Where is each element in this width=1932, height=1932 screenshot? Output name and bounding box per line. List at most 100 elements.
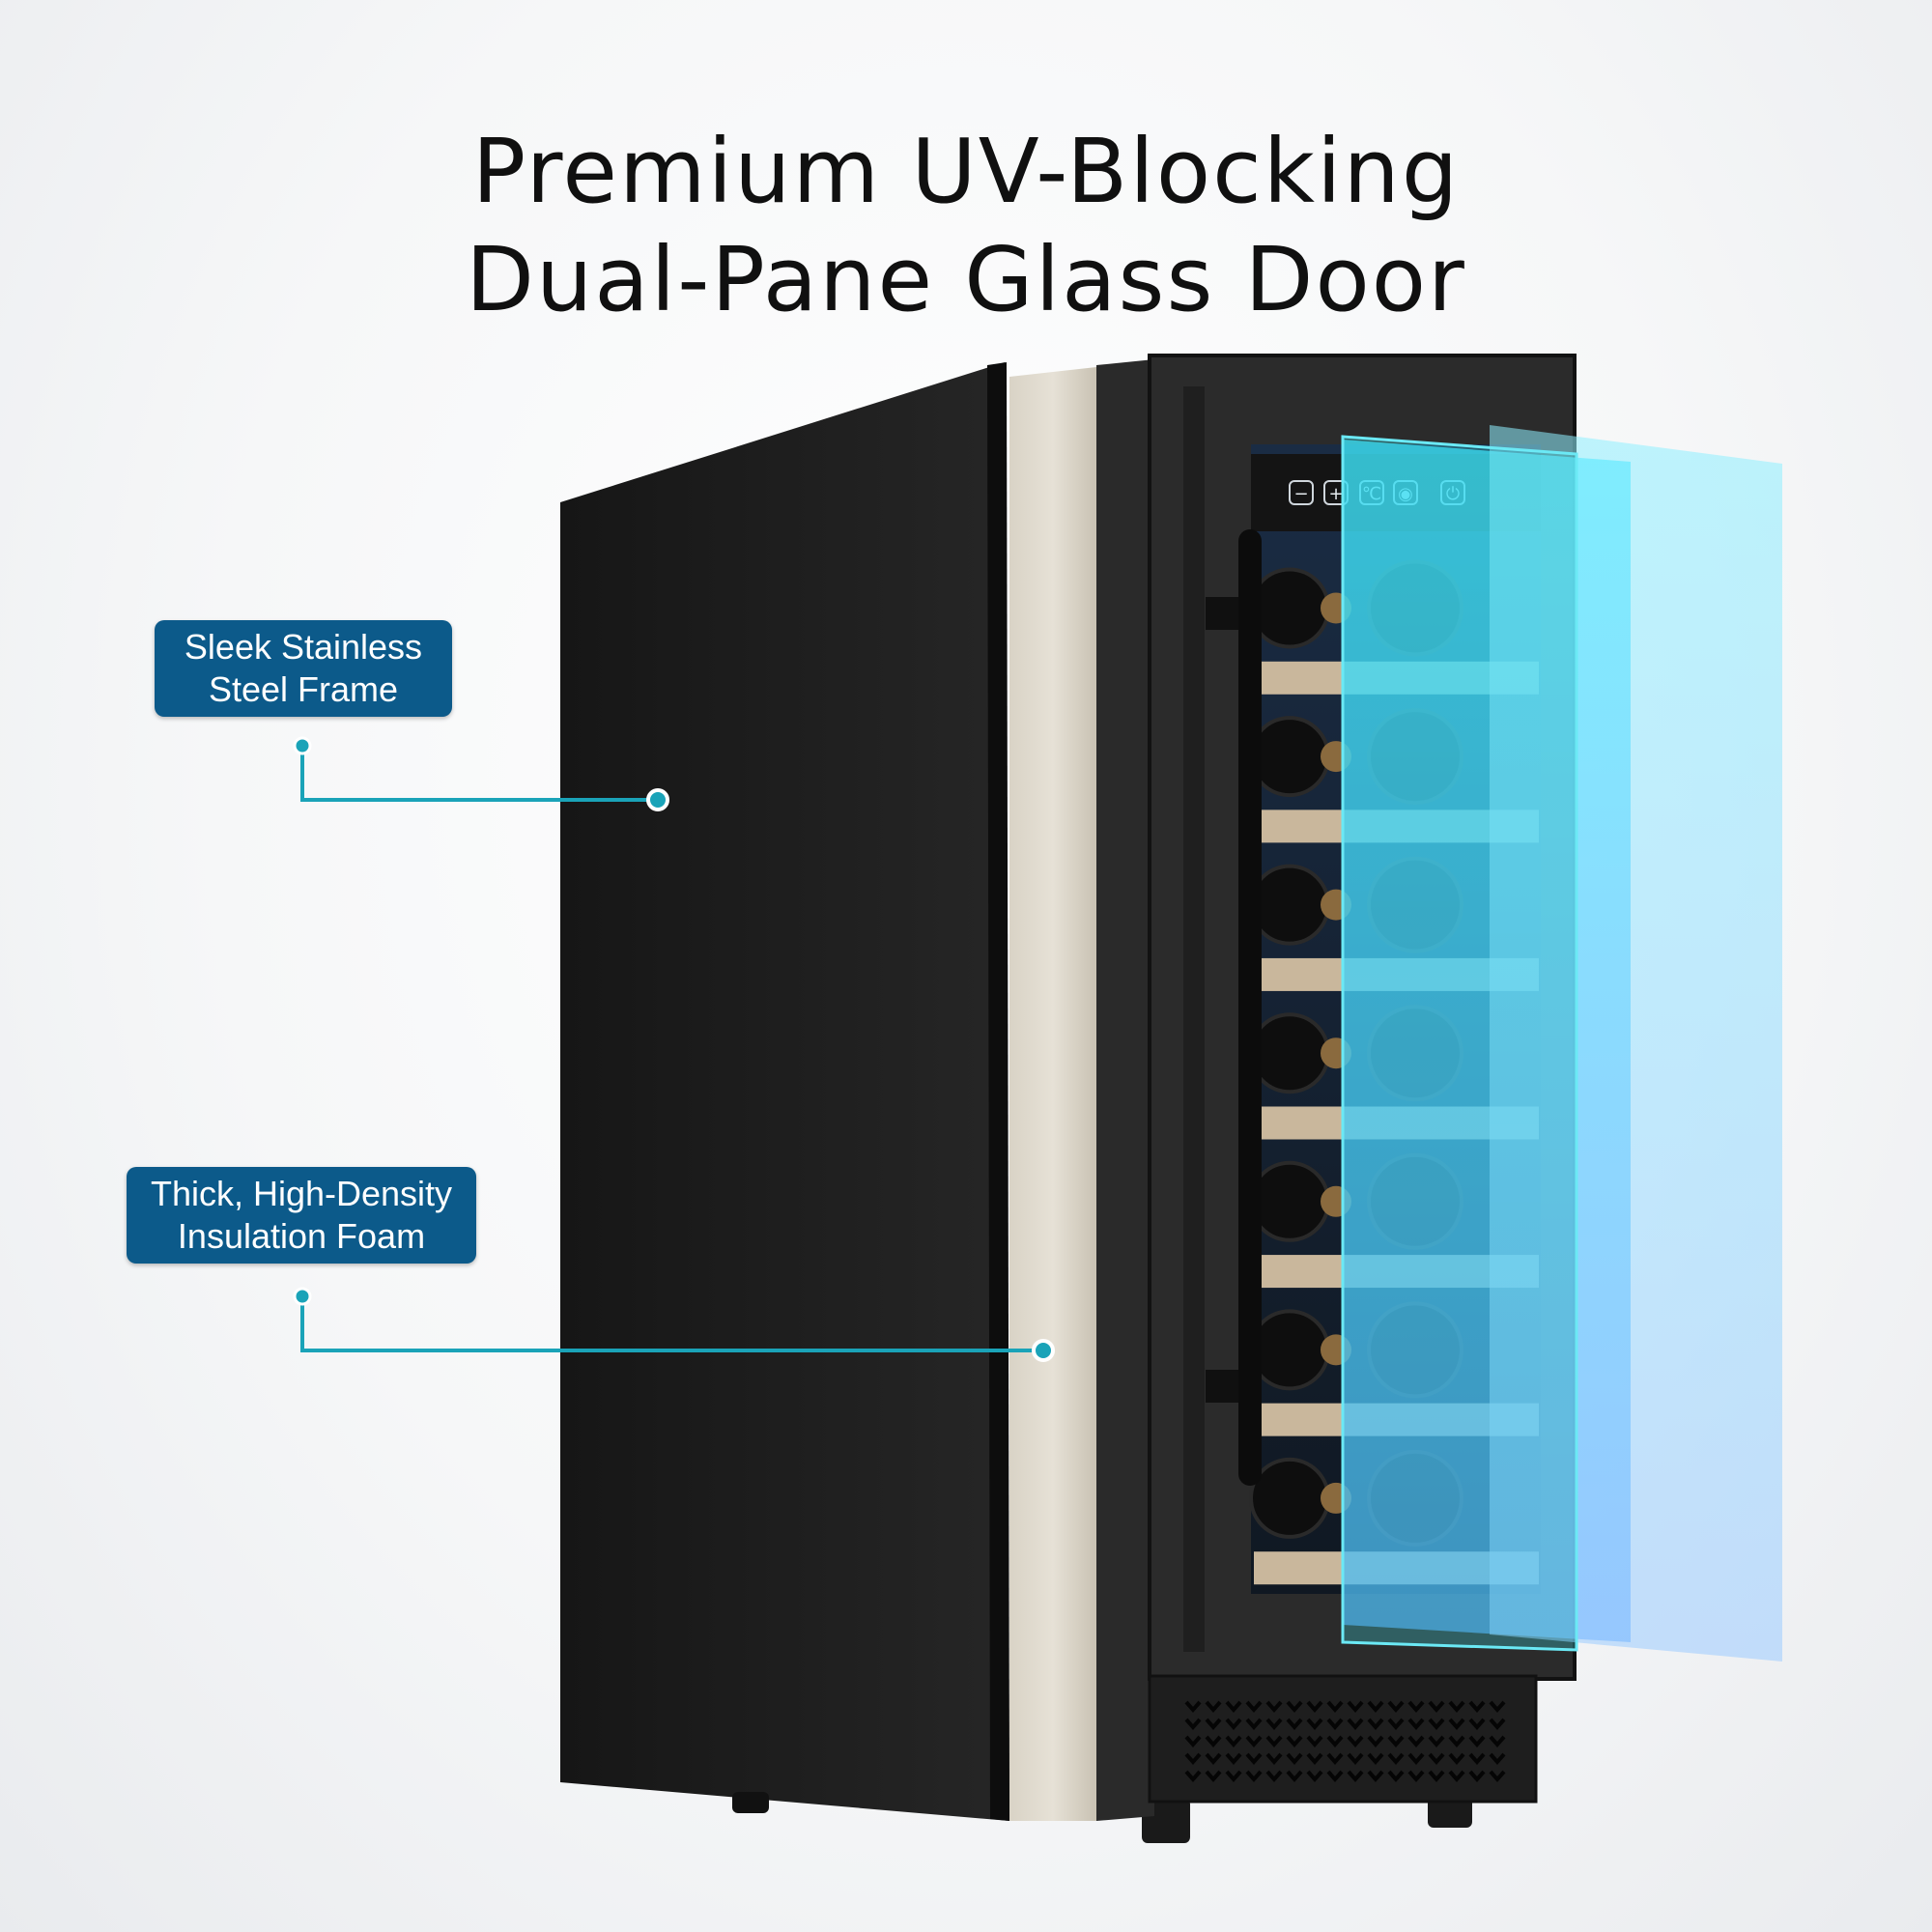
vent-slot — [1205, 1735, 1222, 1748]
vent-slot — [1387, 1735, 1405, 1748]
vent-slot — [1347, 1735, 1364, 1748]
vent-slot — [1205, 1770, 1222, 1783]
minus-icon[interactable]: − — [1293, 484, 1308, 504]
vent-slot — [1245, 1700, 1263, 1714]
vent-slot — [1367, 1770, 1384, 1783]
vent-slot — [1326, 1735, 1344, 1748]
vent-slot — [1428, 1718, 1445, 1731]
door-handle-mount-top — [1206, 597, 1240, 630]
vent-slot — [1265, 1735, 1283, 1748]
door-frame-inner-edge — [1183, 386, 1205, 1652]
vent-slot — [1468, 1752, 1486, 1766]
wine-bottle — [1249, 1160, 1330, 1242]
leader-line-foam — [300, 1296, 1043, 1352]
foot-left — [732, 1792, 769, 1813]
title-line-2: Dual-Pane Glass Door — [466, 227, 1466, 331]
vent-slot — [1489, 1770, 1506, 1783]
vent-slot — [1225, 1770, 1242, 1783]
callout-frame-line-2: Steel Frame — [208, 669, 399, 709]
vent-slot — [1448, 1735, 1465, 1748]
vent-slot — [1306, 1735, 1323, 1748]
vent-slot — [1448, 1700, 1465, 1714]
vent-slot — [1468, 1770, 1486, 1783]
wine-bottle — [1249, 716, 1330, 798]
vent-slot — [1468, 1718, 1486, 1731]
vent-slot — [1245, 1770, 1263, 1783]
insulation-foam-layer — [1009, 367, 1096, 1821]
vent-slot — [1428, 1770, 1445, 1783]
vent-slot — [1225, 1700, 1242, 1714]
vent-slot — [1286, 1735, 1303, 1748]
vent-slot — [1245, 1735, 1263, 1748]
callout-stainless-frame: Sleek Stainless Steel Frame — [155, 620, 452, 717]
vent-slot — [1347, 1752, 1364, 1766]
vent-slot — [1448, 1718, 1465, 1731]
vent-slot — [1428, 1752, 1445, 1766]
vent-slot — [1367, 1752, 1384, 1766]
vent-slot — [1265, 1770, 1283, 1783]
vent-slot — [1367, 1735, 1384, 1748]
vent-slot — [1286, 1718, 1303, 1731]
vent-slot — [1347, 1718, 1364, 1731]
vent-slot — [1489, 1735, 1506, 1748]
vent-slot — [1205, 1752, 1222, 1766]
leader-dot-foam-end — [1032, 1339, 1055, 1362]
vent-slot — [1387, 1752, 1405, 1766]
vent-slot — [1245, 1718, 1263, 1731]
vent-slot — [1225, 1752, 1242, 1766]
plus-icon[interactable]: + — [1328, 484, 1343, 504]
vent-slot — [1205, 1718, 1222, 1731]
vent-slot — [1407, 1770, 1425, 1783]
wine-bottle — [1249, 1457, 1330, 1539]
vent-slot — [1387, 1700, 1405, 1714]
vent-slot — [1489, 1700, 1506, 1714]
vent-slot — [1407, 1735, 1425, 1748]
vent-slot — [1184, 1770, 1202, 1783]
vent-slot — [1225, 1735, 1242, 1748]
vent-slot — [1265, 1700, 1283, 1714]
wine-bottle — [1249, 1012, 1330, 1094]
vent-slot — [1326, 1700, 1344, 1714]
callout-foam-line-2: Insulation Foam — [177, 1216, 426, 1256]
vent-slot — [1448, 1770, 1465, 1783]
vent-slot — [1265, 1752, 1283, 1766]
vent-slot — [1326, 1752, 1344, 1766]
leader-dot-foam-start — [293, 1287, 312, 1306]
vent-slot — [1306, 1752, 1323, 1766]
vent-slot — [1184, 1700, 1202, 1714]
wine-bottle — [1249, 864, 1330, 946]
door-handle-mount-bottom — [1206, 1370, 1240, 1403]
vent-slot — [1347, 1770, 1364, 1783]
vent-slot — [1205, 1700, 1222, 1714]
side-panel-edge — [987, 362, 1009, 1821]
vent-slot — [1184, 1718, 1202, 1731]
callout-foam-line-1: Thick, High-Density — [150, 1174, 453, 1213]
vent-slot — [1306, 1700, 1323, 1714]
door-handle — [1238, 529, 1262, 1486]
vent-slot — [1326, 1770, 1344, 1783]
stainless-steel-side-panel — [560, 362, 1009, 1821]
leader-line-frame — [300, 746, 658, 802]
vent-slot — [1286, 1752, 1303, 1766]
vent-slot — [1245, 1752, 1263, 1766]
vent-slot — [1489, 1718, 1506, 1731]
vent-slot — [1387, 1718, 1405, 1731]
title-line-1: Premium UV-Blocking — [471, 119, 1461, 223]
callout-frame-line-1: Sleek Stainless — [184, 627, 423, 667]
glass-pane-front — [1341, 435, 1578, 1652]
vent-slot — [1286, 1700, 1303, 1714]
callout-insulation-foam: Thick, High-Density Insulation Foam — [127, 1167, 476, 1264]
vent-slot — [1428, 1735, 1445, 1748]
vent-slot — [1306, 1718, 1323, 1731]
vent-slot — [1306, 1770, 1323, 1783]
vent-slot — [1407, 1700, 1425, 1714]
vent-slot — [1468, 1735, 1486, 1748]
vent-slot — [1407, 1752, 1425, 1766]
vent-slot — [1326, 1718, 1344, 1731]
vent-slot — [1347, 1700, 1364, 1714]
inner-cabinet-frame — [1096, 359, 1154, 1821]
leader-dot-frame-end — [646, 788, 669, 811]
minus-icon-frame — [1289, 480, 1314, 505]
vent-slot — [1286, 1770, 1303, 1783]
